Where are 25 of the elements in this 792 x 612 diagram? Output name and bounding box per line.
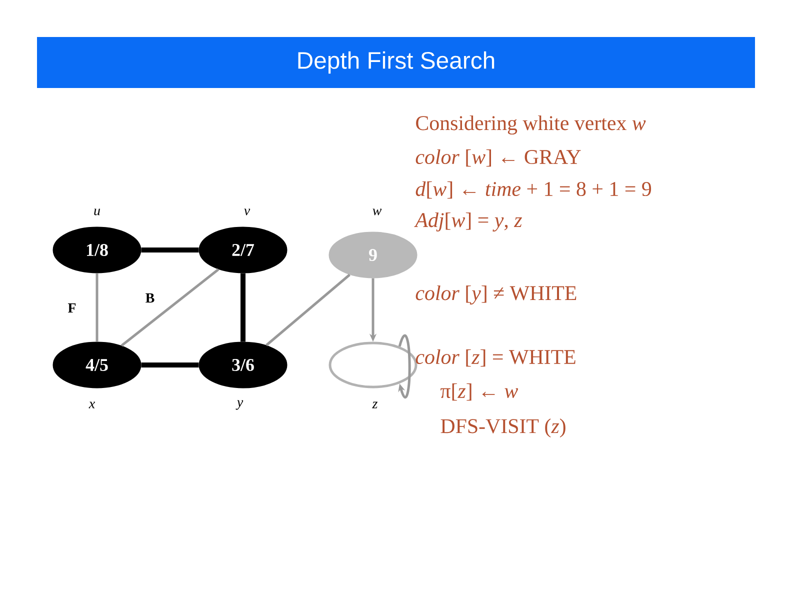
pseudocode-line: Adj[w] = y, z [414,212,522,232]
vertex-letter: x [88,402,95,408]
vertex-ellipse [328,342,418,388]
vertex-letter: y [236,400,244,410]
edge [266,274,350,346]
edge [398,334,411,398]
vertex-letter: w [372,208,382,216]
vertex-letter: z [372,402,378,408]
pseudocode-line: π[z] ← w [440,383,518,401]
pseudocode-line: color [z] = WHITE [416,349,576,367]
vertex-letter: v [244,208,250,216]
title-bar: Depth First Search [37,37,755,88]
edge [120,268,220,347]
edge [141,248,199,252]
edge [96,273,98,342]
pseudocode-line: color [w] ← GRAY [416,149,581,167]
pseudocode-line: d[w] ← time + 1 = 8 + 1 = 9 [416,181,652,199]
pseudocode-line: Considering white vertex w [416,115,646,134]
edge-label: B [144,292,156,304]
pseudocode-line: DFS-VISIT (z) [440,418,566,438]
edge-label: F [66,302,78,314]
vertex-letter: u [94,208,100,216]
edge [141,362,199,368]
edge [240,273,246,342]
pseudocode-line: color [y] ≠ WHITE [416,285,576,304]
